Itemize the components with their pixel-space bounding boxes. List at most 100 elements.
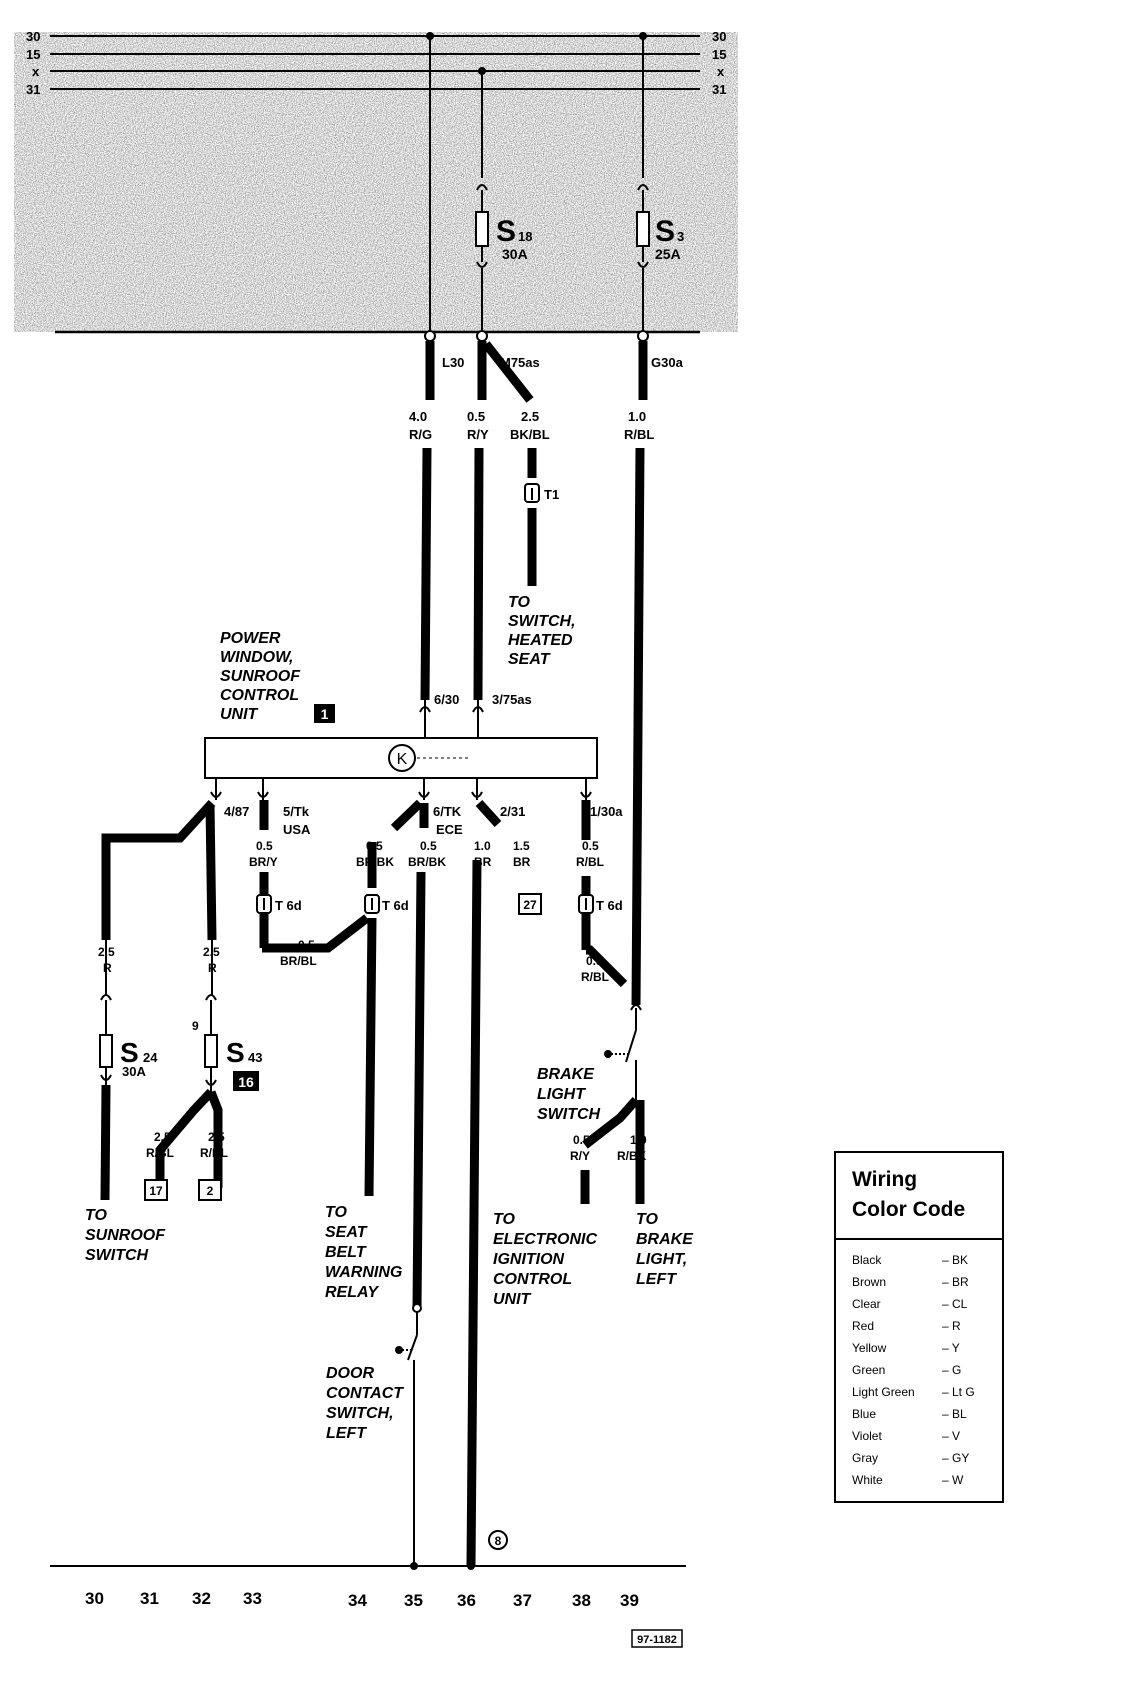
wire-ground-br — [466, 859, 482, 1566]
destination-line: CONTACT — [326, 1385, 404, 1402]
wire-color: BR — [474, 855, 492, 869]
brake-light-switch — [604, 1004, 642, 1100]
destination-line: LEFT — [326, 1425, 367, 1442]
sunroof-destination: TO SUNROOF SWITCH — [85, 1207, 166, 1264]
bottom-pin-arrows — [210, 778, 592, 800]
color-abbr: – BK — [942, 1253, 969, 1267]
color-name: Clear — [852, 1297, 881, 1311]
destination-line: LIGHT — [537, 1086, 586, 1103]
wire-sunroof-feed — [101, 799, 216, 940]
figure-id-text: 97-1182 — [637, 1634, 677, 1646]
destination-line: SEAT — [508, 651, 551, 668]
destination-line: SWITCH, — [326, 1405, 394, 1422]
legend-row: Green– G — [852, 1359, 994, 1381]
wire-brake-out-branch — [582, 1097, 640, 1149]
fuse-s24: S 24 30A — [99, 1034, 158, 1079]
bus-label-left: 31 — [26, 82, 40, 97]
destination-line: TO — [508, 594, 530, 611]
heated-seat-destination: TO SWITCH, HEATED SEAT — [508, 594, 576, 668]
control-unit-label-line: UNIT — [220, 706, 259, 723]
legend-row: Red– R — [852, 1315, 994, 1337]
wire-size: 0.5 — [298, 938, 315, 952]
destination-line: SWITCH, — [508, 613, 576, 630]
fuse-s3: S 3 25A — [636, 211, 684, 262]
fuse-body — [636, 211, 650, 247]
door-contact-switch — [395, 1303, 422, 1565]
connector-label: T 6d — [275, 898, 302, 913]
lower-wires — [100, 799, 645, 1566]
color-abbr: – G — [942, 1363, 962, 1377]
brake-light-destination: TO BRAKE LIGHT, LEFT — [636, 1211, 694, 1288]
wire-s43-out1 — [155, 1088, 215, 1188]
terminal-label: M75as — [500, 355, 540, 370]
connector-label: T 6d — [596, 898, 623, 913]
bus-label-right: x — [717, 64, 725, 79]
color-abbr: – BR — [942, 1275, 969, 1289]
legend-divider — [836, 1238, 1002, 1240]
wire-size: 0.5 — [256, 839, 273, 853]
destination-line: BELT — [325, 1244, 367, 1261]
pin-label: 1/30a — [590, 804, 623, 819]
fuse-number: 3 — [677, 229, 684, 244]
legend-row: Black – BK — [852, 1249, 994, 1271]
wire-size: 1.5 — [513, 839, 530, 853]
fuse-s43: 9 S 43 16 — [192, 1019, 262, 1091]
control-unit-label: POWER WINDOW, SUNROOF CONTROL UNIT 1 — [220, 630, 335, 723]
control-unit-label-line: SUNROOF — [220, 668, 301, 685]
color-name: Yellow — [852, 1341, 887, 1355]
fuse-number: 43 — [248, 1050, 262, 1065]
bus-label-left: 30 — [26, 29, 40, 44]
pin-label: 3/75as — [492, 692, 532, 707]
pin-label: 4/87 — [224, 804, 249, 819]
destination-line: SEAT — [325, 1224, 368, 1241]
destination-line: ELECTRONIC — [493, 1231, 597, 1248]
wire-r-g — [420, 447, 432, 701]
ignition-destination: TO ELECTRONIC IGNITION CONTROL UNIT — [493, 1211, 597, 1308]
destination-line: TO — [85, 1207, 107, 1224]
control-unit-label-line: WINDOW, — [220, 649, 293, 666]
bottom-pin-labels: 4/87 5/Tk USA 6/TK ECE 2/31 1/30a — [224, 804, 623, 837]
pin-label: 6/30 — [434, 692, 459, 707]
fuse-rating: 30A — [502, 246, 528, 262]
pin-note: USA — [283, 822, 311, 837]
ground-ref-number: 8 — [495, 1534, 502, 1548]
pin-label: 6/TK — [433, 804, 462, 819]
destination-line: SWITCH — [85, 1247, 149, 1264]
seat-belt-destination: TO SEAT BELT WARNING RELAY — [325, 1204, 402, 1301]
wire-br-bk-branch — [390, 799, 424, 832]
track-number: 38 — [572, 1591, 591, 1610]
legend-row: Brown– BR — [852, 1271, 994, 1293]
destination-line: SUNROOF — [85, 1227, 166, 1244]
destination-line: UNIT — [493, 1291, 532, 1308]
figure-id: 97-1182 — [631, 1629, 683, 1648]
wire-color: R/BL — [146, 1146, 174, 1160]
ref-box-number: 27 — [523, 898, 537, 912]
connector-t1: T1 — [524, 483, 559, 503]
wire-bk-bl-branch — [482, 341, 534, 403]
fuse-name: S — [655, 215, 675, 248]
pin-note: ECE — [436, 822, 463, 837]
bus-label-right: 30 — [712, 29, 726, 44]
control-unit-label-line: POWER — [220, 630, 281, 647]
wire-color: R/BK — [617, 1149, 647, 1163]
bus-label-left: x — [32, 64, 40, 79]
terminal-label: L30 — [442, 355, 464, 370]
fuse-pin: 9 — [192, 1019, 199, 1033]
fuse-name: S — [226, 1037, 245, 1068]
legend-row: Gray– GY — [852, 1447, 994, 1469]
color-name: Red — [852, 1319, 875, 1333]
bus-lines — [50, 35, 700, 334]
bus-label-left: 15 — [26, 47, 40, 62]
relay-symbol-letter: K — [397, 751, 408, 768]
legend-title: Wiring Color Code — [852, 1165, 992, 1225]
track-number: 35 — [404, 1591, 423, 1610]
wire-size: 4.0 — [409, 409, 427, 424]
ref-badge-number: 16 — [238, 1074, 254, 1090]
color-name: Black — [852, 1253, 882, 1267]
wire-size: 2.5 — [203, 945, 220, 959]
lower-fuse-leads — [100, 940, 217, 1092]
wire-color: BR/BL — [280, 954, 317, 968]
bus-label-right: 15 — [712, 47, 726, 62]
wire-color: R/BL — [581, 970, 609, 984]
destination-line: RELAY — [325, 1284, 379, 1301]
